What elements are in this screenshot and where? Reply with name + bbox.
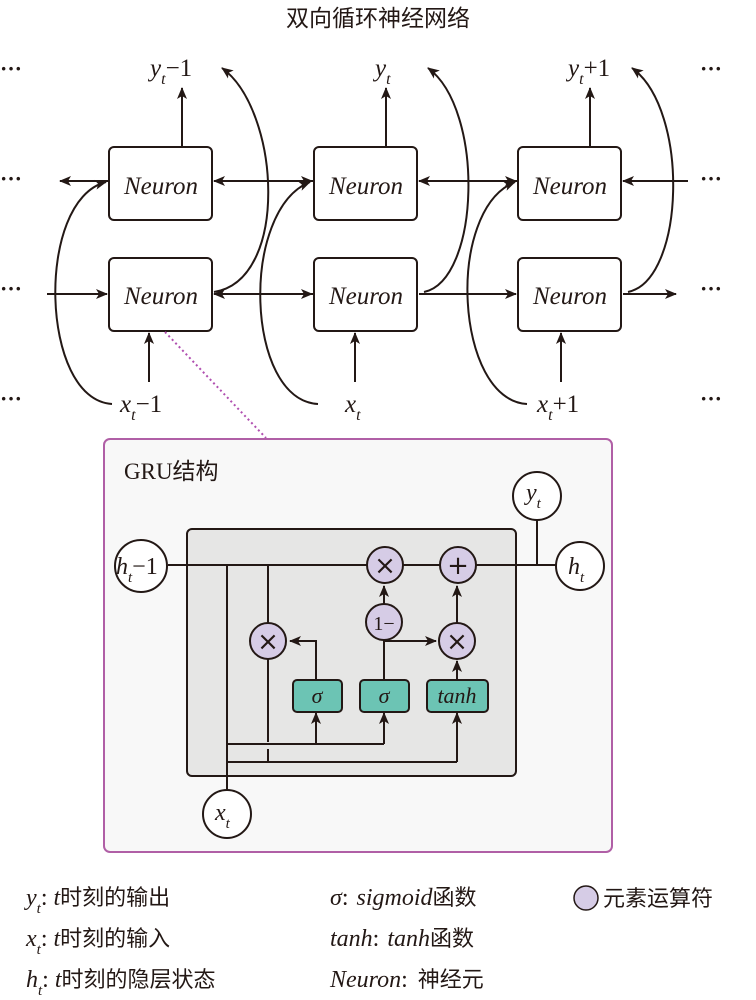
ellipsis: ···	[700, 56, 722, 81]
multiply-operator	[366, 546, 404, 584]
gate-label: σ	[379, 683, 391, 708]
neuron-label: Neuron	[123, 173, 198, 200]
input-curve	[466, 181, 528, 405]
gate-label: tanh	[437, 683, 476, 708]
one-minus-symbol: 1−	[373, 613, 394, 635]
gate-label: σ	[312, 683, 324, 708]
multiply-operator	[249, 622, 287, 660]
legend-item-sigma: σ:sigmoid函数	[330, 885, 477, 911]
tanh-gate	[426, 679, 489, 713]
legend-item-h: ht:t时刻的隐层状态	[26, 967, 216, 999]
output-curve	[423, 67, 470, 293]
input-label-3: xt+1	[536, 391, 579, 424]
ellipsis: ···	[0, 166, 22, 191]
neuron-label: Neuron	[328, 173, 403, 200]
neuron-label: Neuron	[532, 173, 607, 200]
h-prev-label: ht−1	[116, 554, 158, 586]
output-label-3: yt+1	[565, 55, 610, 88]
neuron-box-forward-1	[108, 257, 213, 332]
neuron-box-forward-3	[517, 257, 622, 332]
neuron-label: Neuron	[123, 283, 198, 310]
ellipsis: ···	[700, 166, 722, 191]
output-curve	[627, 67, 675, 293]
add-symbol: +	[447, 551, 469, 581]
diagram-title: 双向循环神经网络	[286, 6, 470, 32]
output-label-1: yt−1	[147, 55, 192, 88]
legend-item-y: yt:t时刻的输出	[24, 885, 170, 917]
neuron-label: Neuron	[328, 283, 403, 310]
legend-item-tanh: tanh:tanh函数	[330, 926, 474, 952]
sigma-gate-update	[359, 679, 410, 713]
legend-item-x: xt:t时刻的输入	[25, 926, 170, 958]
input-curve	[259, 181, 319, 405]
ellipsis: ···	[0, 56, 22, 81]
gru-inner-box	[186, 528, 517, 777]
operator-legend-icon	[573, 885, 599, 911]
y-out-label: yt	[524, 480, 542, 512]
input-curve	[54, 179, 113, 405]
output-label-2: yt	[372, 55, 391, 88]
ellipsis: ···	[700, 276, 722, 301]
multiply-symbol: ×	[446, 627, 468, 657]
legend: yt:t时刻的输出 xt:t时刻的输入 ht:t时刻的隐层状态 σ:sigmoi…	[24, 885, 713, 999]
input-label-1: xt−1	[119, 391, 162, 424]
h-out-label: ht	[568, 554, 585, 586]
neuron-box-backward-1	[108, 146, 213, 221]
sigma1-to-reset	[289, 636, 317, 679]
zoom-leader-line	[164, 331, 267, 439]
neuron-box-backward-2	[313, 146, 418, 221]
multiply-operator	[438, 622, 476, 660]
h-out-node	[555, 541, 605, 591]
output-curve	[213, 67, 270, 293]
ellipsis-group: ··· ··· ··· ··· ··· ··· ··· ···	[0, 56, 722, 411]
multiply-symbol: ×	[374, 551, 396, 581]
ellipsis: ···	[700, 386, 722, 411]
y-out-node	[512, 471, 562, 521]
input-label-2: xt	[344, 391, 361, 424]
legend-item-neuron: Neuron:神经元	[329, 967, 484, 993]
x-in-node	[202, 789, 252, 839]
x-in-label: xt	[214, 800, 231, 832]
sigma-gate-reset	[292, 679, 343, 713]
neuron-box-forward-2	[313, 257, 418, 332]
add-operator	[439, 546, 477, 584]
one-minus-operator	[365, 603, 403, 641]
h-prev-node	[114, 539, 168, 593]
legend-item-operator: 元素运算符	[603, 887, 713, 912]
neuron-box-backward-3	[517, 146, 622, 221]
gru-title: GRU结构	[124, 459, 219, 484]
ellipsis: ···	[0, 386, 22, 411]
multiply-symbol: ×	[257, 627, 279, 657]
neuron-label: Neuron	[532, 283, 607, 310]
ellipsis: ···	[0, 276, 22, 301]
